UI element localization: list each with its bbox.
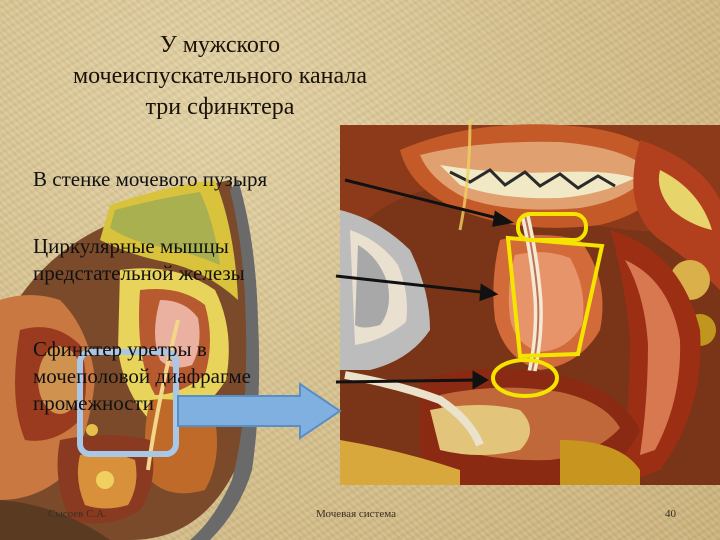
detail-section-figure	[340, 119, 720, 485]
label-bladder-wall: В стенке мочевого пузыря	[33, 166, 267, 193]
label-bladder-wall-text: В стенке мочевого пузыря	[33, 167, 268, 191]
sagittal-section-figure	[0, 180, 260, 540]
label-prostate-line-1: Циркулярные мышцы	[33, 234, 229, 258]
title-line-2: мочеиспускательного канала	[72, 63, 368, 89]
footer-topic: Мочевая система	[316, 508, 396, 520]
arrow-icon	[344, 178, 506, 222]
arrow-icon	[335, 274, 491, 295]
sphincter-highlights	[491, 212, 605, 398]
label-diaphragm-line-1: Сфинктер уретры в	[33, 337, 207, 361]
pointer-arrows	[335, 178, 514, 390]
zoom-frame	[77, 349, 179, 457]
diaphragm-sphincter-highlight	[491, 358, 559, 398]
prostate-sphincter-highlight	[505, 235, 605, 359]
footer-author: Сысоев С.А.	[48, 508, 107, 520]
label-diaphragm-line-3: промежности	[33, 391, 154, 415]
title-line-3: три сфинктера	[145, 94, 295, 120]
slide-title: У мужского мочеиспускательного канала тр…	[20, 30, 420, 123]
label-diaphragm-line-2: мочеполовой диафрагме	[33, 364, 251, 388]
arrow-icon	[335, 378, 479, 384]
label-urethral-diaphragm: Сфинктер уретры в мочеполовой диафрагме …	[33, 336, 251, 417]
footer-page-number: 40	[665, 508, 676, 520]
label-prostate-muscles: Циркулярные мышцы предстательной железы	[33, 233, 245, 287]
zoom-arrow-icon	[177, 382, 342, 440]
zoom-indicator	[77, 349, 342, 457]
label-prostate-line-2: предстательной железы	[33, 261, 245, 285]
title-line-1: У мужского	[159, 32, 281, 58]
